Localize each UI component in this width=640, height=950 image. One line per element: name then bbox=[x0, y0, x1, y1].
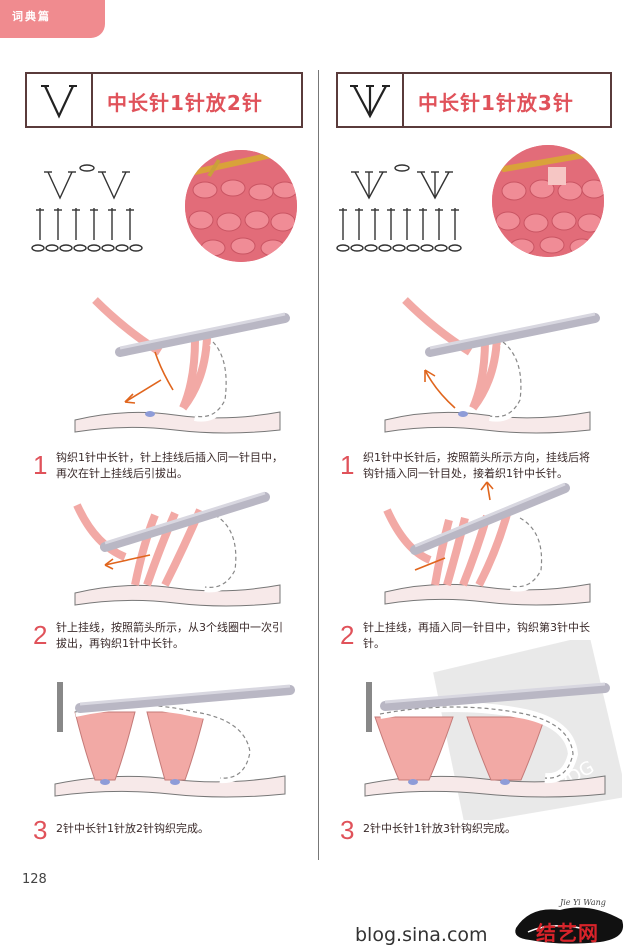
left-step3-text: 2针中长针1针放2针钩织完成。 bbox=[56, 822, 209, 835]
right-title-box: 中长针1针放3针 bbox=[336, 72, 612, 128]
left-step1-text: 钩织1针中长针，针上挂线后插入同一针目中， 再次在针上挂线后引拔出。 bbox=[56, 451, 283, 480]
hdc-increase-3-symbol bbox=[338, 74, 404, 126]
left-swatch-photo bbox=[185, 150, 297, 262]
section-tab-label: 词典篇 bbox=[12, 10, 51, 23]
left-title: 中长针1针放2针 bbox=[107, 91, 263, 115]
left-step2-illustration bbox=[73, 491, 281, 607]
right-title: 中长针1针放3针 bbox=[418, 91, 574, 115]
brand-signature: Jie Yi Wang bbox=[560, 898, 606, 907]
left-step2-text: 针上挂线，按照箭头所示，从3个线圈中一次引 拔出，再钩织1针中长针。 bbox=[56, 621, 283, 650]
left-step3-number: 3 bbox=[33, 815, 48, 845]
right-step3-number: 3 bbox=[340, 815, 355, 845]
left-step2-number: 2 bbox=[33, 620, 48, 650]
footer-url: blog.sina.com bbox=[355, 924, 488, 946]
right-step3-illustration bbox=[364, 682, 610, 798]
section-tab: 词典篇 bbox=[0, 0, 105, 38]
left-stitch-chart bbox=[31, 164, 143, 252]
right-step3-text: 2针中长针1针放3针钩织完成。 bbox=[363, 822, 516, 835]
right-step1-text: 织1针中长针后，按照箭头所示方向，挂线后将 钩针插入同一针目处，接着织1针中长针… bbox=[363, 451, 590, 480]
right-step1-number: 1 bbox=[340, 450, 355, 480]
right-step1-illustration bbox=[384, 297, 600, 434]
right-stitch-chart bbox=[336, 164, 462, 252]
hdc-increase-2-symbol bbox=[27, 74, 93, 126]
right-swatch-photo bbox=[492, 145, 604, 257]
left-step1-illustration bbox=[74, 297, 290, 434]
right-step2-text: 针上挂线，再插入同一针目中，钩织第3针中长 针。 bbox=[363, 621, 590, 650]
brand-logo bbox=[515, 907, 624, 944]
page-number: 128 bbox=[22, 872, 47, 887]
brand-name: 结艺网 bbox=[536, 921, 599, 945]
left-title-box: 中长针1针放2针 bbox=[25, 72, 303, 128]
right-step2-illustration bbox=[383, 481, 591, 606]
right-step2-number: 2 bbox=[340, 620, 355, 650]
left-step3-illustration bbox=[54, 682, 295, 798]
left-step1-number: 1 bbox=[33, 450, 48, 480]
column-divider bbox=[318, 70, 319, 860]
